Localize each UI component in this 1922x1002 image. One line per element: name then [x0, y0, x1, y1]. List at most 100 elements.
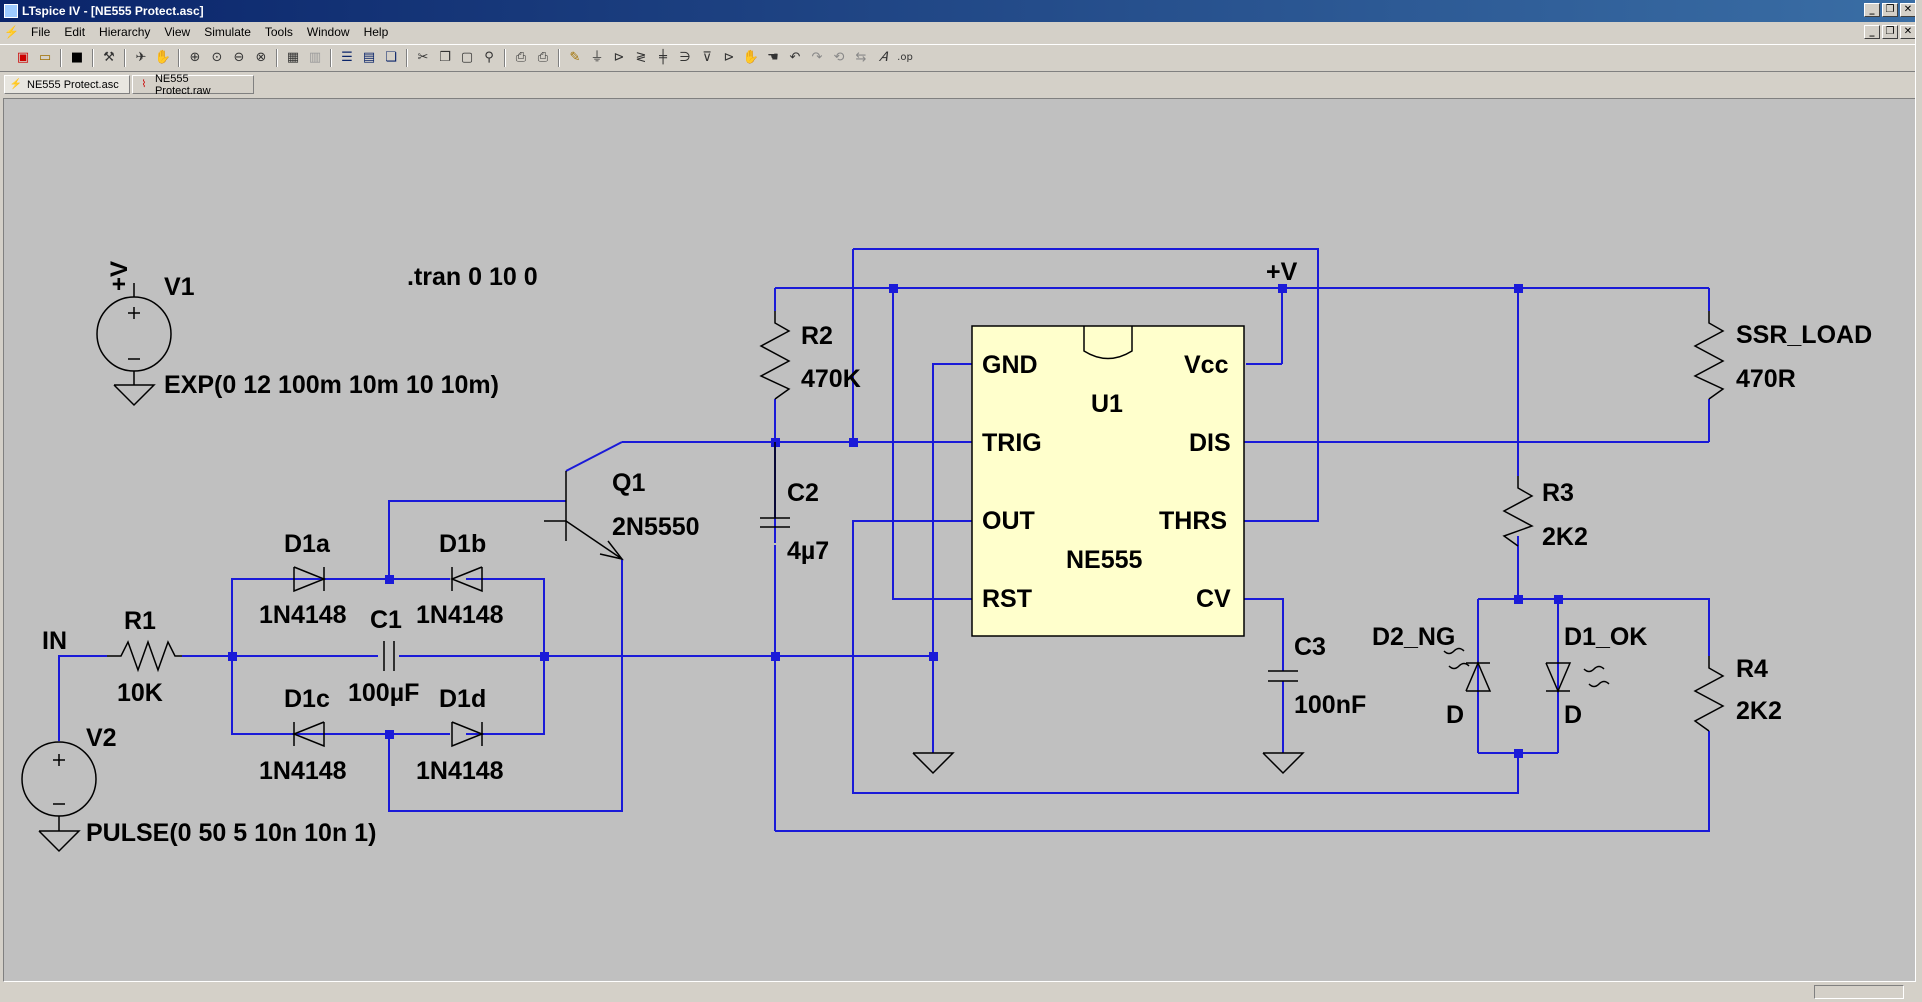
tab-schematic[interactable]: ⚡ NE555 Protect.asc — [4, 75, 130, 94]
tab-waveform[interactable]: ⌇ NE555 Protect.raw — [132, 73, 254, 97]
d1c-diode-symbol[interactable] — [291, 721, 325, 748]
menu-simulate[interactable]: Simulate — [204, 25, 251, 39]
r2-name[interactable]: R2 — [801, 322, 833, 350]
new-schematic-icon[interactable]: ▣ — [16, 50, 30, 65]
r1-name[interactable]: R1 — [124, 607, 156, 635]
r4-name[interactable]: R4 — [1736, 655, 1768, 683]
c2-name[interactable]: C2 — [787, 479, 819, 507]
d1d-name[interactable]: D1d — [439, 685, 486, 713]
r3-resistor-symbol[interactable] — [1502, 476, 1534, 547]
minimize-button[interactable]: _ — [1864, 3, 1880, 17]
u1-ic-body[interactable] — [971, 325, 1245, 637]
save-icon[interactable]: ■ — [70, 50, 84, 65]
v2-value[interactable]: PULSE(0 50 5 10n 10n 1) — [86, 819, 376, 847]
menu-window[interactable]: Window — [306, 25, 350, 39]
control-panel-icon[interactable]: ⚒ — [103, 50, 115, 65]
menu-hierarchy[interactable]: Hierarchy — [99, 25, 151, 39]
c1-name[interactable]: C1 — [370, 606, 402, 634]
capacitor-icon[interactable]: ╪ — [659, 50, 667, 65]
c3-value[interactable]: 100nF — [1294, 691, 1366, 719]
vnet-label[interactable]: +V — [1266, 258, 1298, 286]
r1-resistor-symbol[interactable] — [107, 639, 182, 673]
cascade-icon[interactable]: ❏ — [385, 50, 397, 65]
restore-button[interactable]: ❐ — [1882, 3, 1898, 17]
autoscale-icon[interactable]: ▦ — [286, 50, 300, 65]
d1d-value[interactable]: 1N4148 — [416, 757, 504, 785]
cut-icon[interactable]: ✂ — [417, 50, 429, 65]
d1b-value[interactable]: 1N4148 — [416, 601, 504, 629]
schematic-canvas[interactable]: +V V1 EXP(0 12 100m 10m 10 10m) .tran 0 … — [3, 98, 1919, 982]
close-button[interactable]: ✕ — [1900, 3, 1916, 17]
d1c-name[interactable]: D1c — [284, 685, 330, 713]
r3-name[interactable]: R3 — [1542, 479, 1574, 507]
d1c-value[interactable]: 1N4148 — [259, 757, 347, 785]
label-net-icon[interactable]: ⊳ — [613, 50, 625, 65]
in-net-label[interactable]: IN — [42, 627, 67, 655]
component-icon[interactable]: ⊳ — [723, 50, 735, 65]
d1ok-value[interactable]: D — [1564, 701, 1582, 729]
tile-horizontal-icon[interactable]: ☰ — [341, 50, 353, 65]
c2-value[interactable]: 4µ7 — [787, 537, 829, 565]
doc-close-button[interactable]: ✕ — [1900, 25, 1916, 39]
inductor-icon[interactable]: ∋ — [679, 50, 691, 65]
r4-resistor-symbol[interactable] — [1693, 656, 1725, 732]
menu-edit[interactable]: Edit — [64, 25, 86, 39]
find-icon[interactable]: ⚲ — [484, 50, 494, 65]
schematic-mdi-icon[interactable]: ⚡ — [4, 25, 19, 39]
redo-icon[interactable]: ↷ — [811, 50, 823, 65]
d1ok-name[interactable]: D1_OK — [1564, 623, 1647, 651]
d1a-diode-symbol[interactable] — [293, 566, 327, 593]
undo-icon[interactable]: ↶ — [789, 50, 801, 65]
d1b-diode-symbol[interactable] — [449, 566, 483, 593]
q1-name[interactable]: Q1 — [612, 469, 645, 497]
zoom-out-icon[interactable]: ⊖ — [233, 50, 245, 65]
d1ok-led-symbol[interactable] — [1545, 662, 1572, 693]
r2-value[interactable]: 470K — [801, 365, 861, 393]
r3-value[interactable]: 2K2 — [1542, 523, 1588, 551]
move-icon[interactable]: ✋ — [742, 50, 760, 65]
d1a-name[interactable]: D1a — [284, 530, 331, 558]
r4-value[interactable]: 2K2 — [1736, 697, 1782, 725]
r1-value[interactable]: 10K — [117, 679, 163, 707]
draw-wire-icon[interactable]: ✎ — [569, 50, 581, 65]
open-icon[interactable]: ▭ — [38, 50, 52, 65]
schematic-svg[interactable]: +V V1 EXP(0 12 100m 10m 10 10m) .tran 0 … — [4, 99, 1918, 981]
spice-directive-icon[interactable]: .op — [897, 52, 913, 63]
rotate-icon[interactable]: ⟲ — [833, 50, 845, 65]
d2-value[interactable]: D — [1446, 701, 1464, 729]
mirror-icon[interactable]: ⇆ — [855, 50, 867, 65]
halt-icon[interactable]: ✋ — [154, 50, 172, 65]
delete-trace-icon[interactable]: ▥ — [308, 50, 322, 65]
d1d-diode-symbol[interactable] — [451, 721, 485, 748]
vertical-scrollbar[interactable] — [1915, 0, 1922, 982]
print-preview-icon[interactable]: ⎙ — [515, 50, 527, 65]
menu-help[interactable]: Help — [363, 25, 389, 39]
ssr-load-value[interactable]: 470R — [1736, 365, 1796, 393]
v2-source-symbol[interactable] — [21, 741, 97, 817]
d2-name[interactable]: D2_NG — [1372, 623, 1455, 651]
zoom-in-icon[interactable]: ⊕ — [189, 50, 201, 65]
q1-value[interactable]: 2N5550 — [612, 513, 700, 541]
pan-icon[interactable]: ⊙ — [211, 50, 223, 65]
r2-resistor-symbol[interactable] — [759, 311, 791, 400]
tran-directive[interactable]: .tran 0 10 0 — [407, 263, 538, 291]
u1-name[interactable]: U1 — [1091, 390, 1123, 418]
paste-icon[interactable]: ▢ — [460, 50, 474, 65]
d2-led-symbol[interactable] — [1465, 661, 1492, 692]
menu-view[interactable]: View — [164, 25, 191, 39]
d1a-value[interactable]: 1N4148 — [259, 601, 347, 629]
ssr-load-resistor-symbol[interactable] — [1693, 311, 1725, 400]
v1-name[interactable]: V1 — [164, 273, 195, 301]
tile-vertical-icon[interactable]: ▤ — [362, 50, 376, 65]
menu-tools[interactable]: Tools — [264, 25, 293, 39]
c3-name[interactable]: C3 — [1294, 633, 1326, 661]
doc-restore-button[interactable]: ❐ — [1882, 25, 1898, 39]
d1b-name[interactable]: D1b — [439, 530, 486, 558]
u1-value[interactable]: NE555 — [1066, 546, 1143, 574]
ground-icon[interactable]: ⏚ — [590, 50, 604, 65]
zoom-fit-icon[interactable]: ⊗ — [255, 50, 267, 65]
print-icon[interactable]: ⎙ — [537, 50, 549, 65]
c1-value[interactable]: 100µF — [348, 679, 419, 707]
run-icon[interactable]: ✈ — [135, 50, 147, 65]
text-icon[interactable]: 𝐴 — [878, 50, 888, 65]
